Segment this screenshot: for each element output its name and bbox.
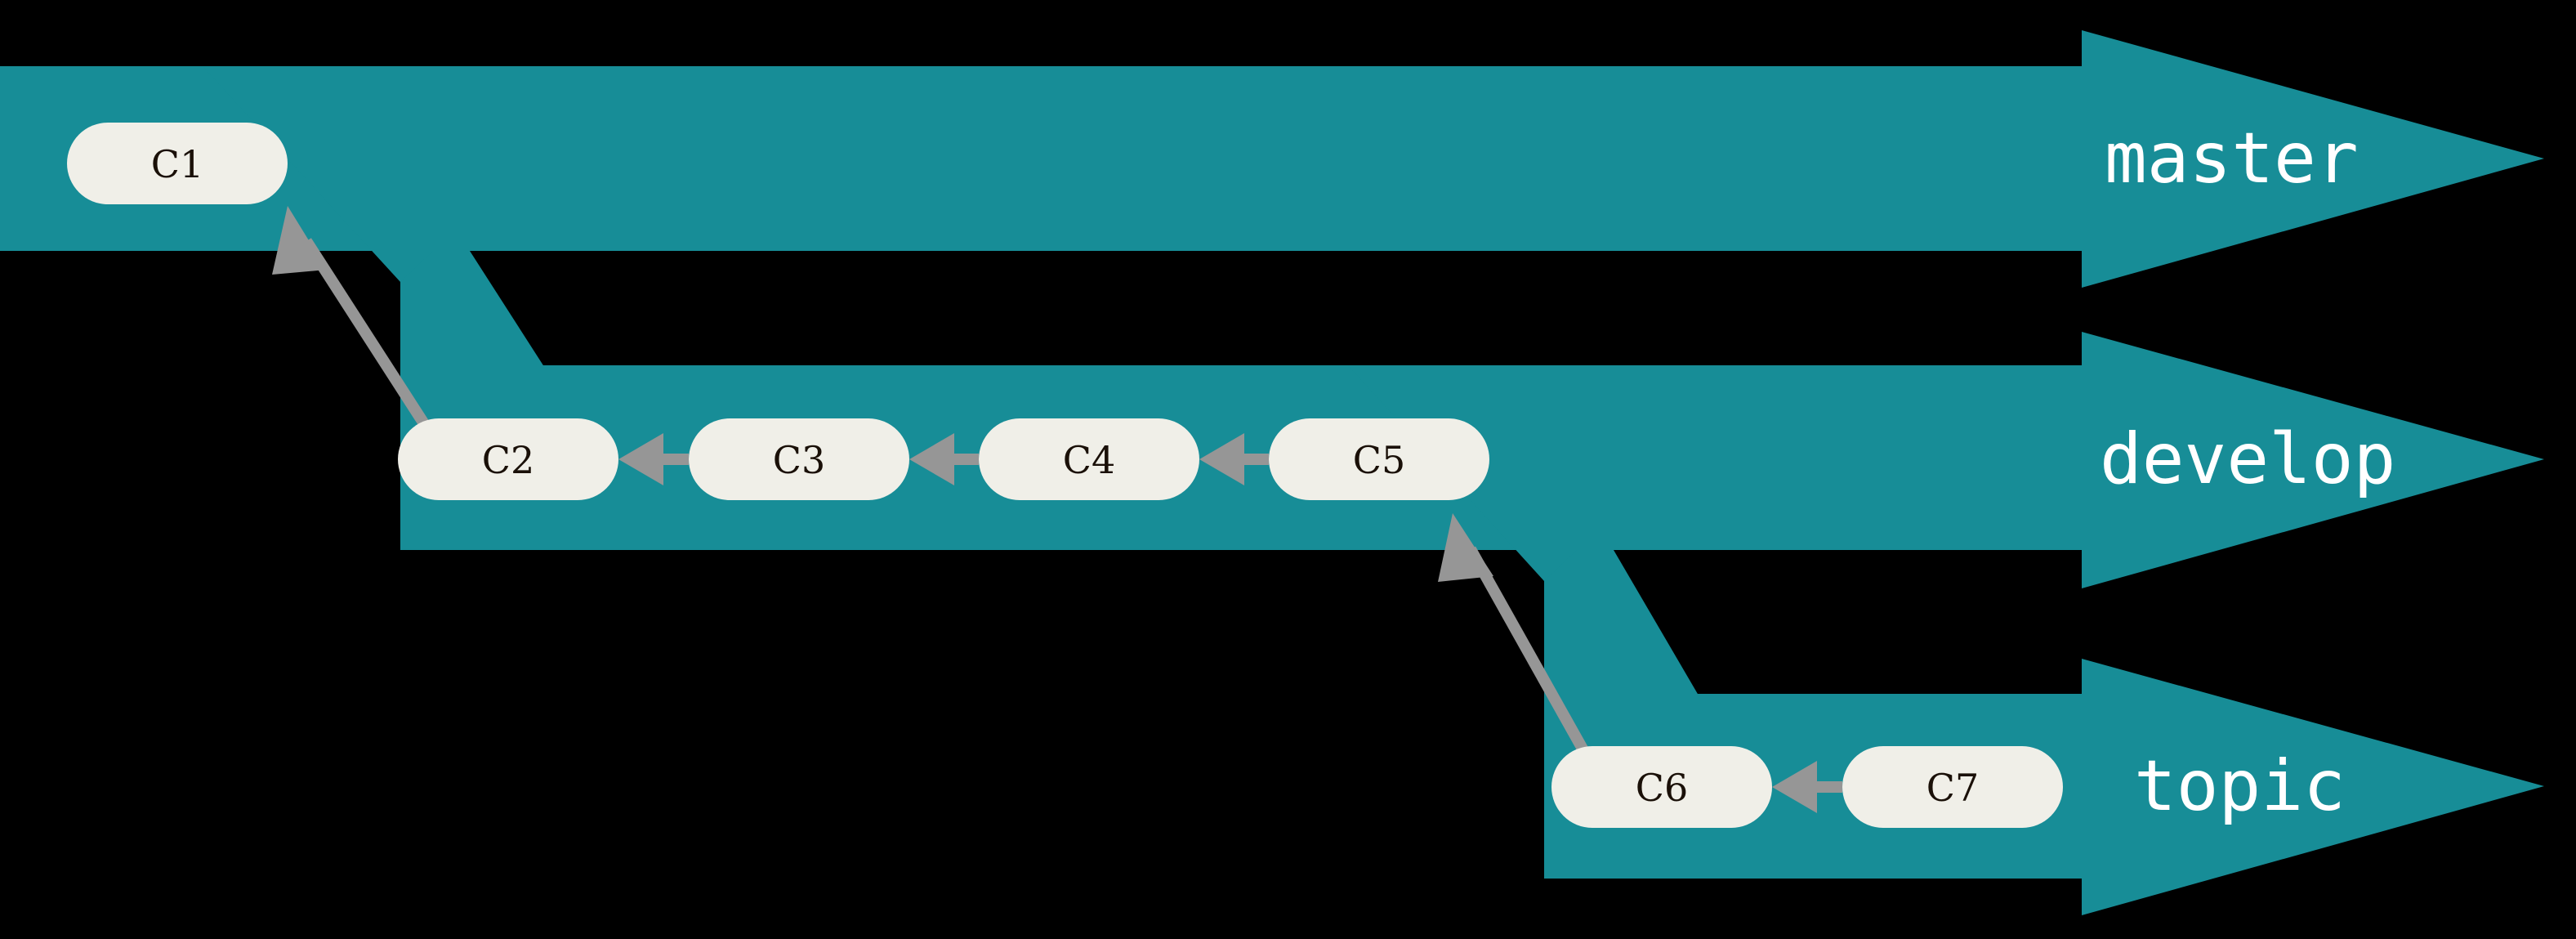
commit-node-c3[interactable]: C3 (689, 418, 909, 500)
edge-c5-to-c4 (1199, 433, 1269, 485)
edge-c3-to-c2 (618, 433, 689, 485)
commit-node-c4-label: C4 (1063, 438, 1115, 482)
commit-node-c5-label: C5 (1353, 438, 1405, 482)
commit-node-c4[interactable]: C4 (979, 418, 1199, 500)
branch-master[interactable] (0, 30, 2544, 288)
commit-node-c3-label: C3 (773, 438, 825, 482)
edge-c7-to-c6-arrowhead (1772, 761, 1817, 813)
edge-c2-to-c1-shaft (301, 238, 430, 428)
edge-c6-to-c5-shaft (1465, 546, 1589, 753)
commit-node-c6-label: C6 (1636, 766, 1688, 810)
commit-node-c7[interactable]: C7 (1842, 746, 2063, 828)
branch-topic-shoulder (1544, 550, 1577, 694)
commit-node-c2[interactable]: C2 (398, 418, 618, 500)
commit-node-c2-shape (398, 418, 618, 500)
edge-c4-to-c3 (909, 433, 979, 485)
branch-label-develop: develop (2100, 418, 2395, 500)
edge-c7-to-c6 (1772, 761, 1842, 813)
branch-develop-shoulder (400, 251, 433, 365)
commit-node-c7-label: C7 (1926, 766, 1979, 810)
commit-node-c1-label: C1 (151, 142, 203, 186)
commit-node-c3-shape (689, 418, 909, 500)
edge-c3-to-c2-arrowhead (618, 433, 663, 485)
branch-develop-arrowhead (2082, 332, 2544, 588)
commit-node-c2-label: C2 (482, 438, 534, 482)
branch-label-master: master (2105, 118, 2359, 199)
commit-node-c7-shape (1842, 746, 2063, 828)
commit-node-c6[interactable]: C6 (1551, 746, 1772, 828)
commit-node-c6-shape (1551, 746, 1772, 828)
branch-label-topic: topic (2134, 745, 2346, 827)
edge-c4-to-c3-arrowhead (909, 433, 954, 485)
edge-c2-to-c1 (272, 206, 430, 428)
edge-c2-to-c1-arrowhead (272, 206, 327, 275)
commit-node-c1[interactable]: C1 (67, 123, 288, 204)
commit-node-c1-shape (67, 123, 288, 204)
branch-master-band (0, 66, 2083, 251)
edge-c6-to-c5-arrowhead (1438, 513, 1493, 582)
branch-master-arrowhead (2082, 30, 2544, 288)
branch-topic-arrowhead (2082, 659, 2544, 915)
commit-node-c4-shape (979, 418, 1199, 500)
edge-c5-to-c4-arrowhead (1199, 433, 1244, 485)
commit-node-c5[interactable]: C5 (1269, 418, 1489, 500)
commit-node-c5-shape (1269, 418, 1489, 500)
edge-c6-to-c5 (1438, 513, 1589, 753)
